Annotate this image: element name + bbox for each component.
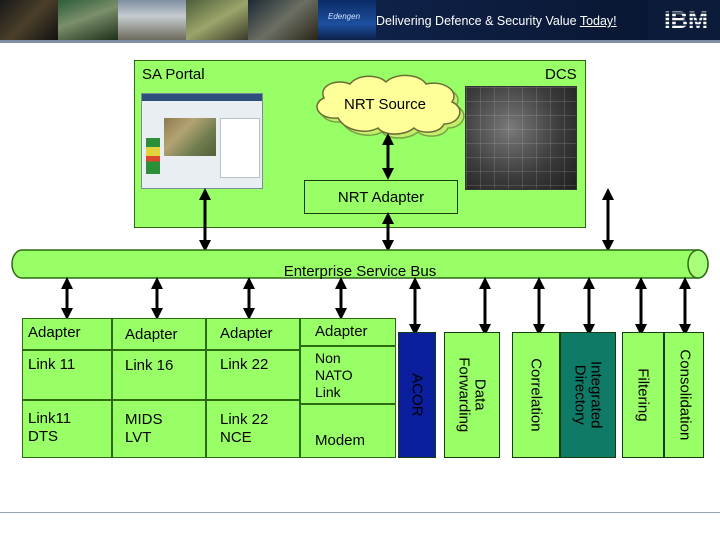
enterprise-service-bus: Enterprise Service Bus [11, 249, 709, 280]
col3-link-cell [206, 350, 300, 400]
ibm-logo: IBM [658, 7, 714, 34]
acor-bar: ACOR [398, 332, 436, 458]
col1-adapter-cell [22, 318, 112, 350]
consolidation-bar: Consolidation [664, 332, 704, 458]
filtering-bar: Filtering [622, 332, 664, 458]
col1-link-cell [22, 350, 112, 400]
header-photo-4 [186, 0, 248, 40]
nrt-source-cloud: NRT Source [316, 74, 465, 139]
dcs-screenshot [465, 86, 577, 190]
col2-adapter-cell [112, 318, 206, 350]
portal-screenshot [141, 93, 263, 189]
nrt-adapter-label: NRT Adapter [337, 188, 425, 206]
footer-divider [0, 512, 720, 513]
header-fade [376, 0, 648, 40]
tagline-main: Delivering Defence & Security Value [376, 14, 580, 28]
header-photo-2 [58, 0, 118, 40]
col1-adapter-label: Adapter [28, 324, 81, 341]
col4-device-label: Modem [315, 432, 366, 449]
screenshot-topbar [142, 94, 262, 101]
tagline: Delivering Defence & Security Value Toda… [376, 14, 617, 28]
filtering-label: Filtering [634, 368, 652, 422]
col3-device-cell [206, 400, 300, 458]
screenshot-grid [466, 87, 576, 189]
col2-link-label: Link 16 [125, 357, 174, 374]
header-photo-6: Edengen [318, 0, 376, 40]
col3-device-label: Link 22 NCE [220, 411, 269, 446]
nrt-source-label: NRT Source [344, 96, 426, 113]
correlation-bar: Correlation [512, 332, 560, 458]
screenshot-panel [220, 118, 260, 178]
data-forwarding-label: Data Forwarding [456, 357, 489, 433]
col2-link-cell [112, 350, 206, 400]
header-photo-3 [118, 0, 186, 40]
consolidation-label: Consolidation [675, 349, 693, 441]
col3-link-label: Link 22 [220, 356, 269, 373]
acor-label: ACOR [408, 373, 426, 417]
correlation-label: Correlation [527, 358, 545, 432]
sa-portal-label: SA Portal [142, 66, 205, 83]
col3-adapter-cell [206, 318, 300, 350]
col2-device-label: MIDS LVT [125, 411, 163, 446]
data-forwarding-bar: Data Forwarding [444, 332, 500, 458]
dcs-label: DCS [545, 66, 577, 83]
col3-adapter-label: Adapter [220, 325, 273, 342]
screenshot-sidebar [146, 138, 160, 174]
col4-link-label: Non NATO Link [315, 350, 353, 400]
col2-device-cell [112, 400, 206, 458]
photo-caption: Edengen [328, 12, 361, 21]
col4-adapter-cell [300, 318, 396, 346]
col4-adapter-label: Adapter [315, 323, 368, 340]
header-photo-1 [0, 0, 58, 40]
header-photo-5 [248, 0, 318, 40]
screenshot-map [164, 118, 216, 156]
header-divider [0, 40, 720, 43]
col1-device-cell [22, 400, 112, 458]
col4-device-cell [300, 404, 396, 458]
col2-adapter-label: Adapter [125, 326, 178, 343]
esb-label: Enterprise Service Bus [284, 263, 437, 280]
header-banner: Edengen Delivering Defence & Security Va… [0, 0, 720, 40]
nrt-adapter-box: NRT Adapter [304, 180, 458, 214]
integrated-directory-bar: Integrated Directory [560, 332, 616, 458]
col4-link-cell [300, 346, 396, 404]
col1-device-label: Link11 DTS [28, 410, 72, 445]
col1-link-label: Link 11 [28, 356, 76, 373]
integrated-directory-label: Integrated Directory [572, 361, 605, 429]
tagline-emphasis: Today! [579, 14, 617, 28]
